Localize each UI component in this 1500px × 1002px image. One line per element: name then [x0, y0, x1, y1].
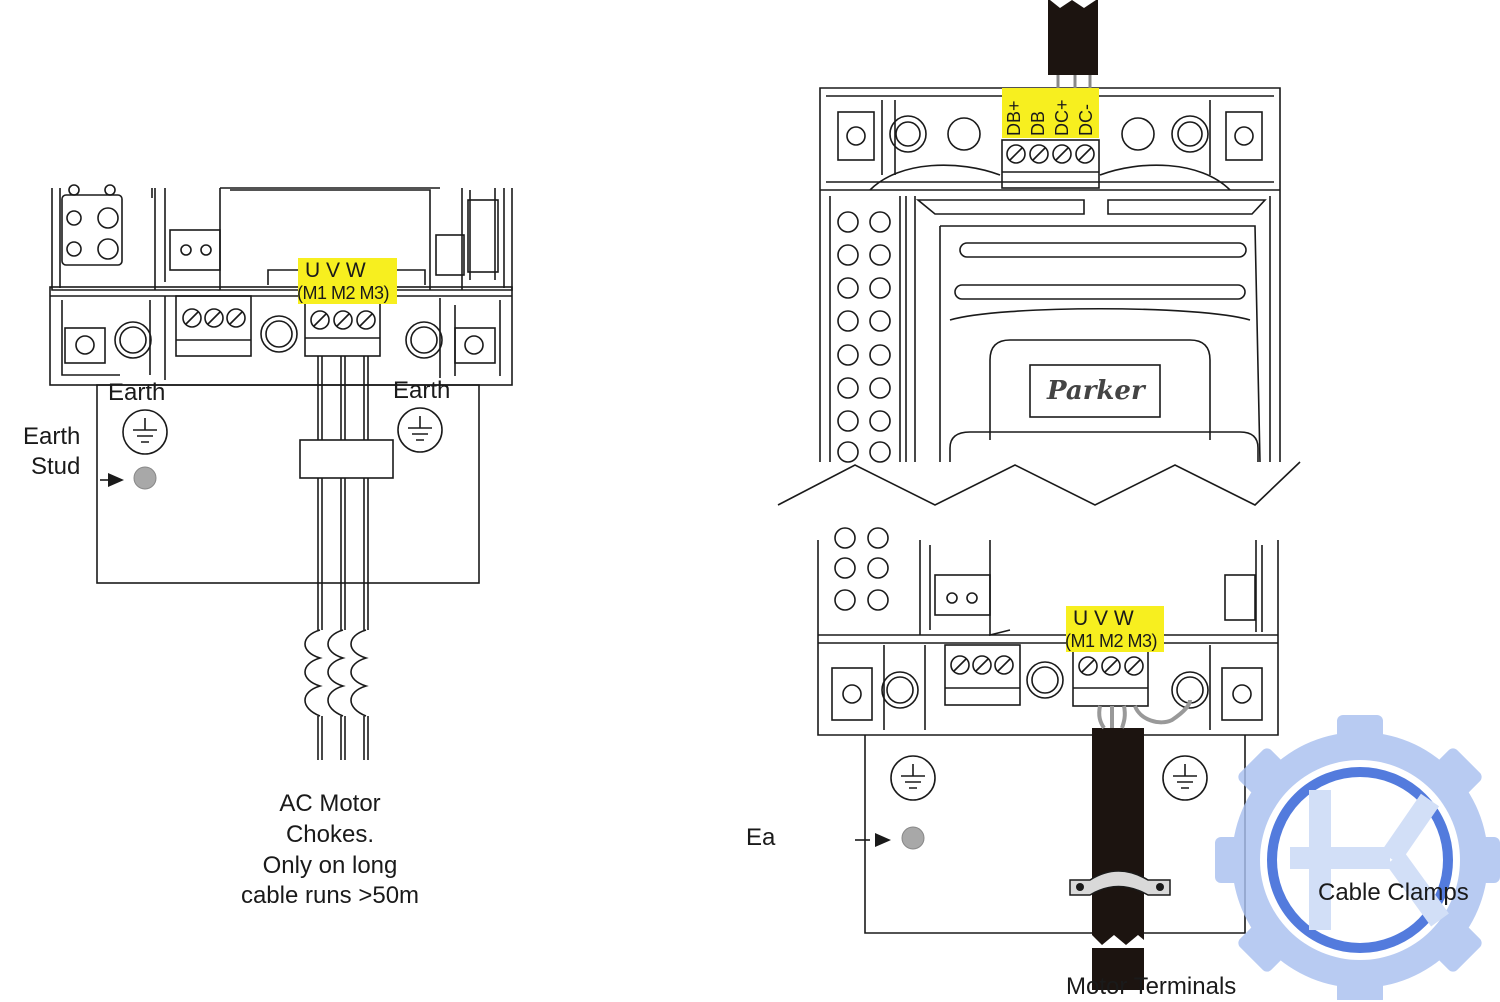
watermark-gear-icon [1215, 715, 1500, 1000]
dc-terminal-db-plus: DB+ [1004, 100, 1024, 136]
earth-stud-icon [133, 466, 157, 490]
dc-terminal-dc-plus: DC+ [1052, 99, 1072, 136]
left-gland-plate [96, 384, 480, 584]
dc-terminal-dc-minus: DC- [1076, 104, 1096, 136]
left-terminal-letters: U V W [305, 259, 366, 282]
parker-logo: Parker [1047, 376, 1145, 406]
supply-cable [1048, 0, 1098, 95]
ferrite-box [299, 439, 394, 479]
left-terminal-motor: (M1 M2 M3) [297, 283, 390, 303]
terminal-label-highlight [1066, 606, 1164, 652]
choke-caption-line2: Chokes. [285, 821, 375, 848]
choke-caption-line4: cable runs >50m [240, 882, 420, 909]
cable-clamps-label: Cable Clamps [1318, 879, 1469, 906]
dc-terminal-highlight [1002, 88, 1099, 138]
left-motor-conductors [317, 356, 369, 760]
arrow-icon [875, 833, 891, 847]
earth-label-left: Earth [108, 379, 166, 406]
earth-symbol-icon [397, 407, 443, 453]
motor-cable [1069, 699, 1192, 990]
break-line [777, 461, 1301, 506]
earth-symbol-icon [890, 755, 936, 801]
ac-choke-coils [304, 629, 369, 717]
earth-symbol-icon [1162, 755, 1208, 801]
right-terminal-motor: (M1 M2 M3) [1065, 631, 1158, 651]
terminal-label-highlight [298, 258, 397, 304]
arrow-icon [108, 473, 124, 487]
choke-caption-line3: Only on long [262, 852, 398, 879]
earth-label-right: Earth [393, 377, 451, 404]
right-drive-bottom [817, 527, 1279, 934]
earth-symbol-icon [122, 409, 168, 455]
motor-terminals-label: Motor Terminals [1066, 973, 1237, 1000]
earth-label-partial: Ea [746, 824, 776, 851]
left-drive-body [49, 184, 513, 386]
earth-stud-label-line1: Earth [23, 423, 81, 450]
choke-caption-line1: AC Motor [279, 790, 381, 817]
earth-stud-icon [901, 826, 925, 850]
earth-stud-label-line2: Stud [31, 453, 81, 480]
dc-terminal-db: DB [1028, 110, 1048, 136]
right-terminal-letters: U V W [1073, 607, 1134, 630]
